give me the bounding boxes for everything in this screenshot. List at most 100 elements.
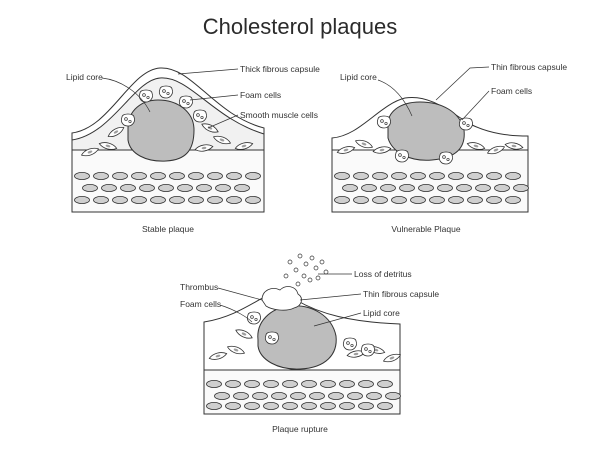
wall-cell xyxy=(263,401,279,410)
wall-cell xyxy=(206,379,222,388)
smooth-muscle-cell xyxy=(504,142,524,150)
vulnerable-label-foam: Foam cells xyxy=(491,86,532,96)
wall-cell xyxy=(467,195,483,204)
foam-cell-vesicle xyxy=(182,99,186,103)
vulnerable-leader-capsule xyxy=(435,66,490,101)
wall-cell xyxy=(131,171,147,180)
smooth-muscle-cell xyxy=(486,145,506,155)
wall-cell xyxy=(380,183,396,192)
smooth-muscle-cell xyxy=(382,353,402,363)
wall-cell xyxy=(150,171,166,180)
wall-cell xyxy=(169,195,185,204)
wall-cell xyxy=(271,391,287,400)
wall-cell xyxy=(244,401,260,410)
foam-cell-body xyxy=(342,337,357,351)
smooth-muscle-cell-nucleus xyxy=(473,144,479,148)
wall-cell xyxy=(244,379,260,388)
foam-cell-vesicle xyxy=(402,155,406,160)
foam-cell xyxy=(342,337,357,351)
diagram-title: Cholesterol plaques xyxy=(203,14,397,39)
rupture-label-detritus: Loss of detritus xyxy=(354,269,412,279)
foam-cell-body xyxy=(264,331,279,345)
vulnerable-leader-foam xyxy=(461,90,490,121)
smooth-muscle-cell xyxy=(226,345,246,355)
wall-cell xyxy=(233,391,249,400)
wall-cell xyxy=(429,195,445,204)
rupture-label-capsule: Thin fibrous capsule xyxy=(363,289,439,299)
wall-cell xyxy=(342,183,358,192)
smooth-muscle-cell xyxy=(194,144,214,152)
foam-cell-body xyxy=(376,115,391,129)
foam-cell-body xyxy=(394,149,409,163)
smooth-muscle-cell-nucleus xyxy=(87,150,93,154)
wall-cell xyxy=(131,195,147,204)
smooth-muscle-cell-nucleus xyxy=(379,148,385,152)
wall-cell xyxy=(245,195,261,204)
foam-cell-vesicle xyxy=(200,115,204,120)
foam-cell-vesicle xyxy=(250,315,254,319)
foam-cell-vesicle xyxy=(368,349,372,354)
foam-cell-vesicle xyxy=(196,113,200,117)
stable-wall-cells xyxy=(74,171,261,204)
wall-cell xyxy=(263,379,279,388)
foam-cell-vesicle xyxy=(254,317,258,322)
foam-cell xyxy=(138,89,153,103)
wall-cell xyxy=(234,183,250,192)
stable-leader-foam xyxy=(189,94,239,101)
wall-cell xyxy=(93,171,109,180)
smooth-muscle-cell-nucleus xyxy=(113,130,119,134)
wall-cell xyxy=(158,183,174,192)
stable-foam-cells xyxy=(120,85,207,127)
foam-cell-vesicle xyxy=(364,347,368,351)
rupture-detritus xyxy=(283,253,329,287)
stable-label-lipid-core: Lipid core xyxy=(66,72,103,82)
foam-cell-body xyxy=(246,311,261,325)
foam-cell-vesicle xyxy=(398,153,402,157)
wall-cell xyxy=(101,183,117,192)
detritus-particle xyxy=(307,277,313,283)
vulnerable-label-lipid-core: Lipid core xyxy=(340,72,377,82)
wall-cell xyxy=(226,195,242,204)
smooth-muscle-cell xyxy=(466,142,486,150)
wall-cell xyxy=(505,171,521,180)
wall-cell xyxy=(150,195,166,204)
rupture-leader-capsule xyxy=(299,293,362,301)
wall-cell xyxy=(282,379,298,388)
smooth-muscle-cell-nucleus xyxy=(353,352,359,356)
rupture-leader-foam xyxy=(219,304,253,323)
wall-cell xyxy=(226,171,242,180)
foam-cell-vesicle xyxy=(186,101,190,106)
wall-cell xyxy=(215,183,231,192)
vulnerable-plaque-panel: Lipid core Thin fibrous capsule Foam cel… xyxy=(331,62,567,234)
detritus-particle xyxy=(319,259,325,265)
foam-cell-vesicle xyxy=(124,117,128,121)
foam-cell-body xyxy=(178,95,193,109)
foam-cell-vesicle xyxy=(384,121,388,126)
stable-smooth-muscle-cells xyxy=(80,123,254,157)
detritus-particle xyxy=(303,261,309,267)
wall-cell xyxy=(169,171,185,180)
foam-cell xyxy=(158,85,173,99)
foam-cell-vesicle xyxy=(142,93,146,97)
wall-cell xyxy=(353,195,369,204)
stable-leader-lipid-core xyxy=(101,77,151,113)
wall-cell xyxy=(353,171,369,180)
stable-lipid-core xyxy=(127,99,195,162)
stable-leader-smooth-muscle xyxy=(207,114,239,129)
foam-cell xyxy=(376,115,391,129)
smooth-muscle-cell xyxy=(107,126,125,138)
wall-cell xyxy=(82,183,98,192)
smooth-muscle-cell-nucleus xyxy=(215,354,221,358)
wall-cell xyxy=(196,183,212,192)
rupture-wall-cells xyxy=(206,379,401,410)
detritus-particle xyxy=(297,253,303,259)
wall-cell xyxy=(385,391,401,400)
foam-cell-vesicle xyxy=(346,341,350,345)
wall-cell xyxy=(372,195,388,204)
vulnerable-wall-cells xyxy=(334,171,529,204)
rupture-label-foam: Foam cells xyxy=(180,299,221,309)
wall-cell xyxy=(361,183,377,192)
smooth-muscle-cell xyxy=(372,146,392,154)
foam-cell-body xyxy=(458,117,473,131)
foam-cell xyxy=(394,149,409,163)
